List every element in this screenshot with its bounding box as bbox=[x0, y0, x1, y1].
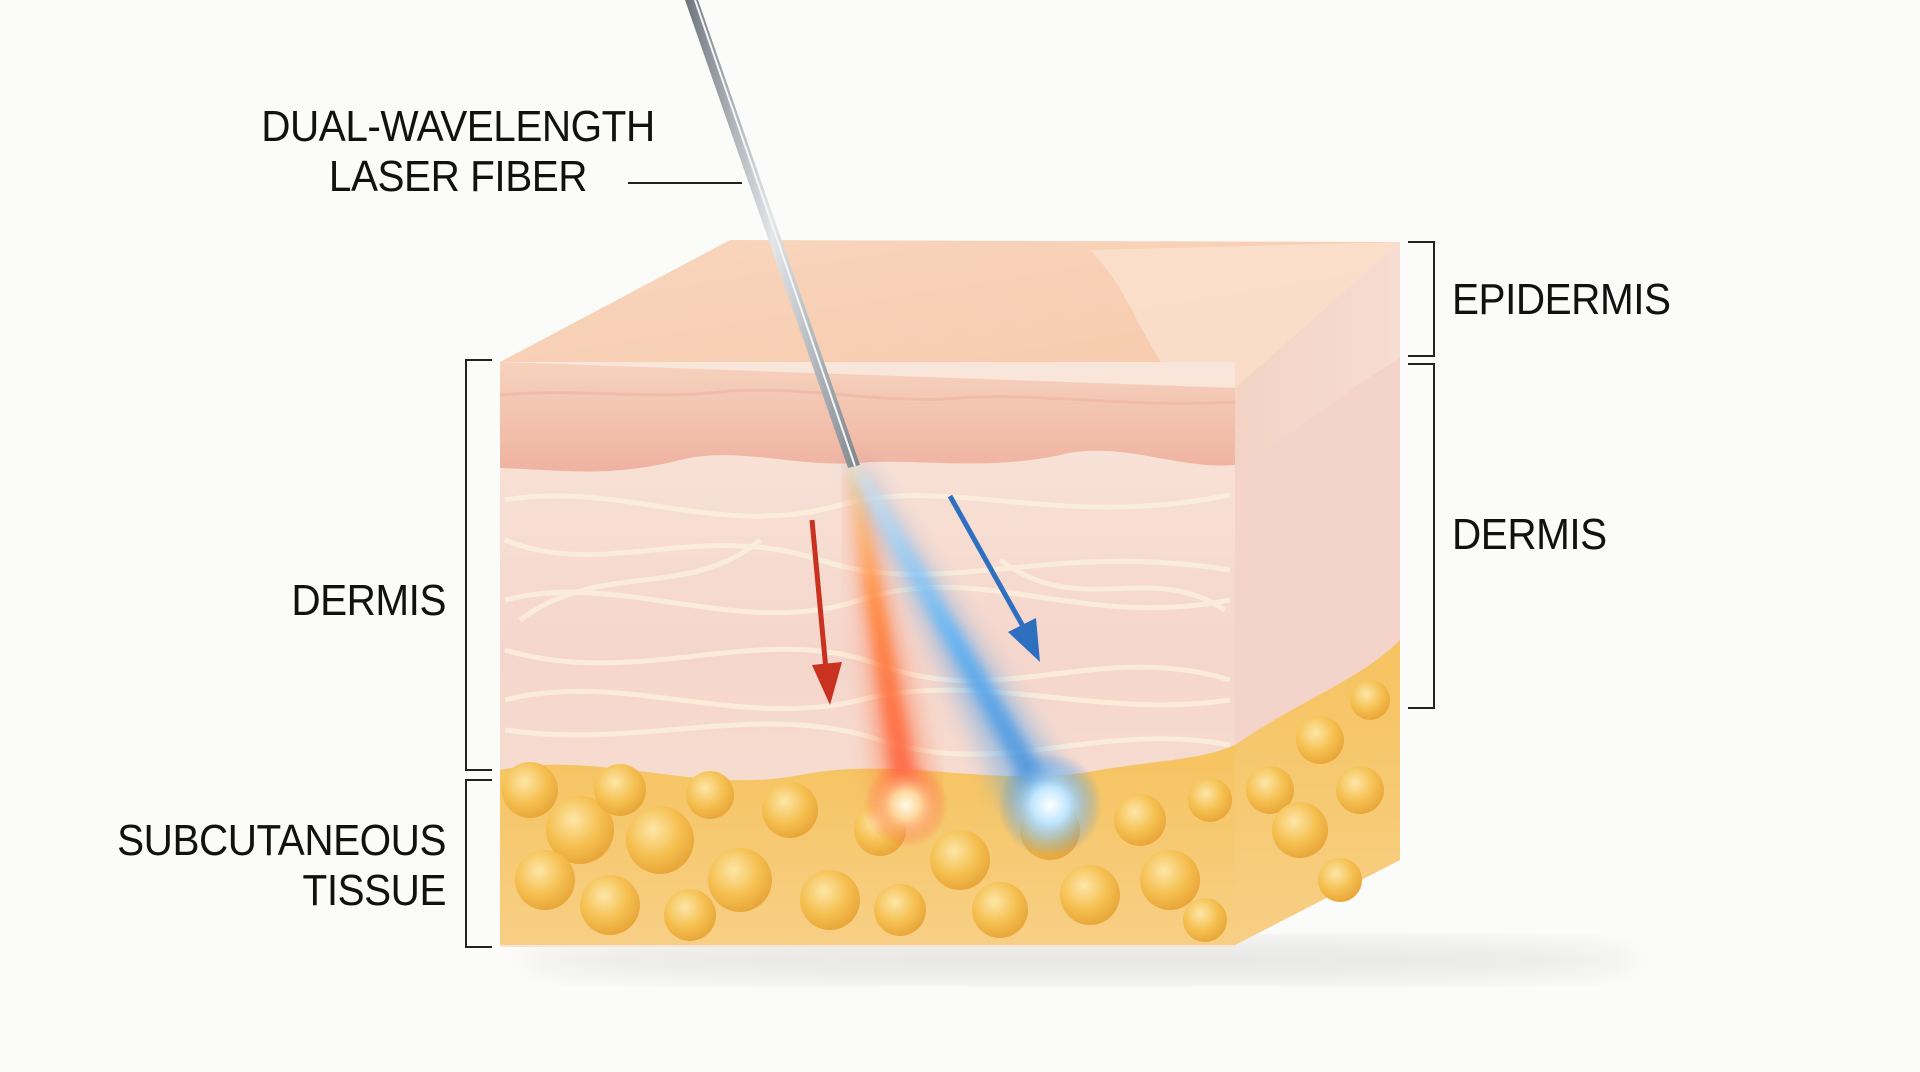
laser-beams bbox=[850, 468, 1102, 857]
label-epidermis: EPIDERMIS bbox=[1452, 275, 1671, 324]
label-fiber: DUAL-WAVELENGTH LASER FIBER bbox=[246, 102, 669, 202]
label-dermis-right: DERMIS bbox=[1452, 510, 1607, 559]
collagen-fibers bbox=[504, 492, 1231, 757]
label-dermis-left: DERMIS bbox=[291, 576, 446, 625]
label-subcutaneous: SUBCUTANEOUS TISSUE bbox=[91, 816, 446, 916]
label-subcutaneous-line2: TISSUE bbox=[302, 866, 447, 915]
laser-fiber bbox=[685, 0, 860, 468]
label-subcutaneous-line1: SUBCUTANEOUS bbox=[117, 816, 446, 865]
bracket-subcutaneous-left bbox=[465, 779, 492, 948]
label-fiber-line2: LASER FIBER bbox=[328, 152, 588, 201]
label-fiber-line1: DUAL-WAVELENGTH bbox=[261, 102, 655, 151]
red-arrow-icon bbox=[809, 519, 842, 705]
bracket-dermis-right bbox=[1408, 363, 1435, 709]
bracket-epidermis-right bbox=[1408, 241, 1435, 357]
blue-arrow-icon bbox=[947, 494, 1040, 662]
bracket-dermis-left bbox=[465, 359, 492, 771]
